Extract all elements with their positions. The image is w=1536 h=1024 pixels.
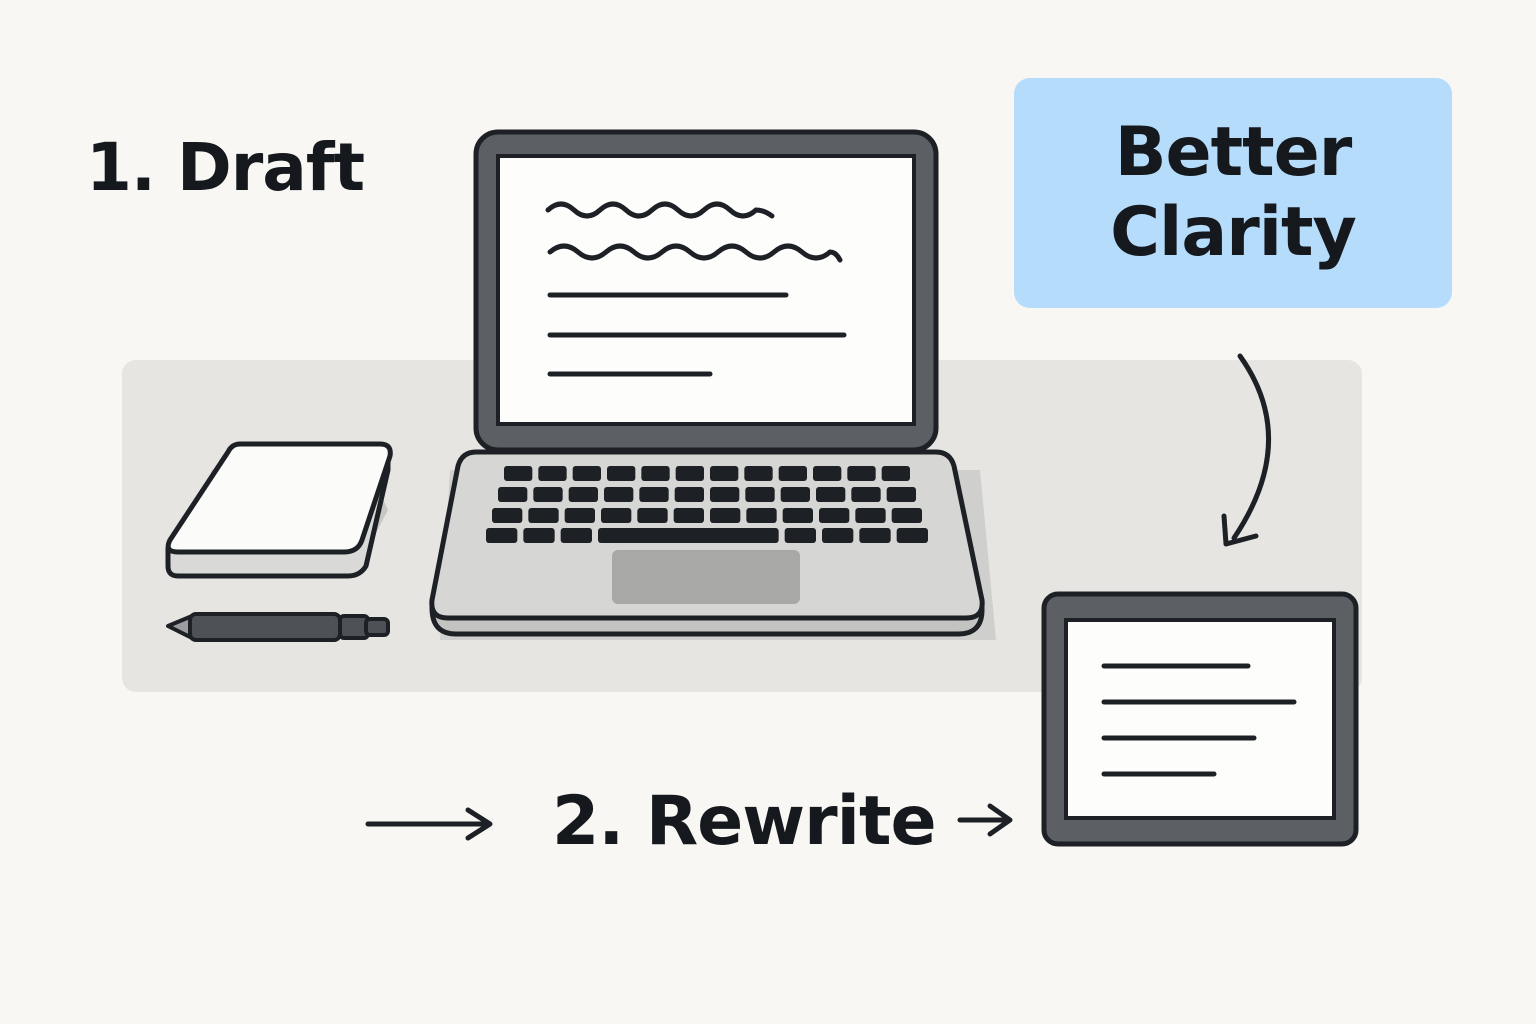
keyboard-spacebar [598, 528, 779, 543]
keyboard-key [673, 508, 704, 523]
keyboard-key [847, 466, 876, 481]
keyboard-key [533, 487, 563, 502]
notepad-icon [165, 441, 393, 579]
keyboard-key [782, 508, 813, 523]
keyboard-key [881, 466, 910, 481]
keyboard-key [564, 508, 595, 523]
keyboard-key [778, 466, 807, 481]
keyboard-key [780, 487, 810, 502]
keyboard-key [560, 528, 592, 543]
keyboard-key [746, 508, 777, 523]
keyboard-key [538, 466, 567, 481]
arrow-curved-down-icon [1221, 353, 1272, 547]
keyboard-key [886, 487, 916, 502]
keyboard-key [486, 528, 518, 543]
laptop-icon [429, 129, 996, 640]
keyboard-key [572, 466, 601, 481]
keyboard-key [710, 508, 741, 523]
better-clarity-badge: Better Clarity [1014, 78, 1452, 308]
keyboard-key [710, 466, 739, 481]
keyboard-key [674, 487, 704, 502]
arrow-right-icon [365, 807, 493, 841]
keyboard-key [604, 487, 634, 502]
keyboard-key [641, 466, 670, 481]
keyboard-key [498, 487, 528, 502]
keyboard-key [784, 528, 816, 543]
keyboard-key [568, 487, 598, 502]
pen-icon [166, 612, 390, 642]
keyboard-key [896, 528, 928, 543]
keyboard-key [819, 508, 850, 523]
keyboard-key [744, 466, 773, 481]
keyboard-key [492, 508, 523, 523]
keyboard [486, 466, 928, 543]
keyboard-key [639, 487, 669, 502]
keyboard-key [523, 528, 555, 543]
keyboard-key [859, 528, 891, 543]
keyboard-key [528, 508, 559, 523]
keyboard-key [891, 508, 922, 523]
keyboard-key [601, 508, 632, 523]
draft-wavy-line-2 [547, 243, 843, 263]
keyboard-key [855, 508, 886, 523]
keyboard-key [637, 508, 668, 523]
keyboard-key [504, 466, 533, 481]
keyboard-key [851, 487, 881, 502]
keyboard-key [745, 487, 775, 502]
step-1-label: 1. Draft [86, 129, 365, 206]
arrow-right-icon-2 [957, 803, 1013, 837]
keyboard-key [822, 528, 854, 543]
badge-line-2: Clarity [1110, 193, 1357, 272]
keyboard-key [675, 466, 704, 481]
step-2-label: 2. Rewrite [552, 782, 937, 861]
keyboard-key [813, 466, 842, 481]
badge-line-1: Better [1114, 113, 1353, 192]
keyboard-key [607, 466, 636, 481]
draft-wavy-line-1 [545, 201, 775, 219]
keyboard-key [816, 487, 846, 502]
badge-text: Better Clarity [1110, 113, 1357, 273]
document-icon [1041, 591, 1359, 847]
keyboard-key [710, 487, 740, 502]
